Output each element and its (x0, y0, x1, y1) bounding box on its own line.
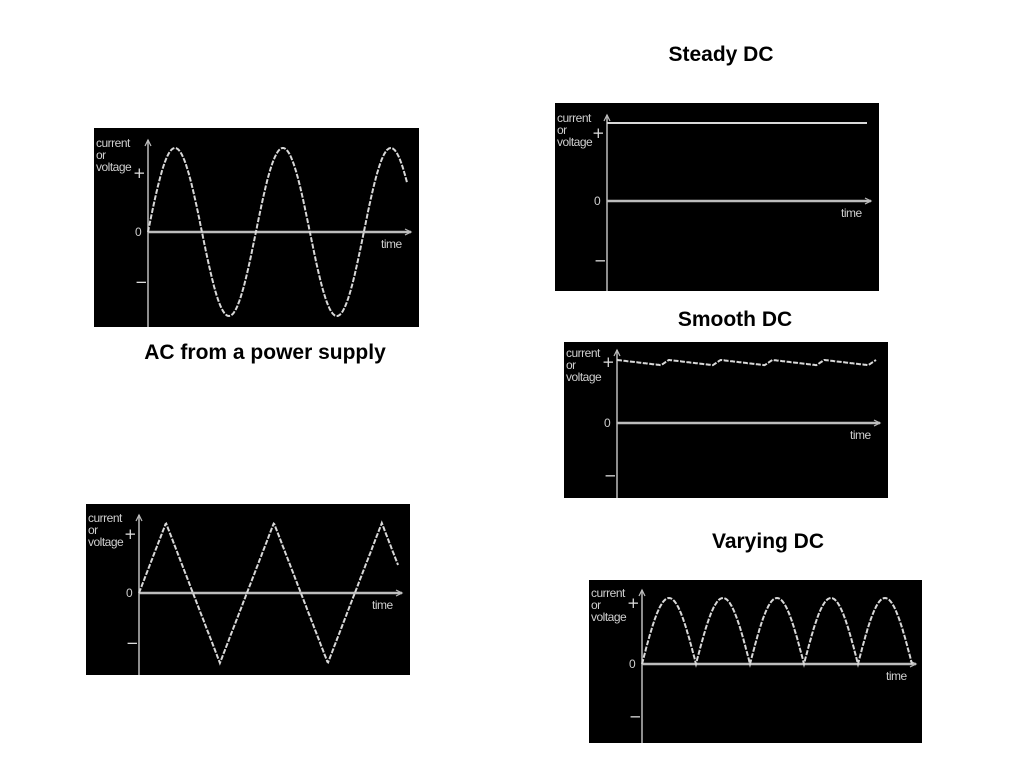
y-axis-arrow (144, 138, 152, 147)
zero-label: 0 (135, 225, 142, 239)
plus-label: + (124, 525, 137, 543)
zero-label: 0 (594, 194, 601, 208)
y-axis-label-line-1: current (96, 136, 131, 150)
y-axis-label-line-2: or (557, 123, 567, 137)
zero-label: 0 (629, 657, 636, 671)
x-axis-arrow (395, 589, 404, 597)
caption-ac: AC from a power supply (144, 341, 386, 364)
y-axis-label-line-2: or (566, 358, 576, 372)
zero-label: 0 (126, 586, 133, 600)
y-axis-label-line-2: or (591, 598, 601, 612)
minus-label: − (126, 634, 139, 652)
time-label: time (381, 237, 402, 251)
caption-smooth-dc: Smooth DC (677, 308, 793, 331)
y-axis-label-line-3: voltage (557, 135, 593, 149)
minus-label: − (629, 708, 642, 726)
x-axis-arrow (864, 197, 873, 205)
plus-label: + (133, 164, 146, 182)
time-label: time (850, 428, 871, 442)
y-axis-label-line-1: current (566, 346, 601, 360)
y-axis-arrow (613, 348, 621, 357)
plus-label: + (592, 124, 605, 142)
y-axis-arrow (135, 513, 143, 522)
time-label: time (372, 598, 393, 612)
waveform-rectified (641, 596, 913, 668)
y-axis-label-line-2: or (88, 523, 98, 537)
x-axis-arrow (404, 228, 413, 236)
y-axis-arrow (638, 588, 646, 597)
y-axis-label-line-2: or (96, 148, 106, 162)
time-label: time (841, 206, 862, 220)
minus-label: − (604, 467, 617, 485)
caption-varying-dc: Varying DC (711, 530, 825, 553)
waveform-smooth (617, 359, 877, 367)
time-label: time (886, 669, 907, 683)
plus-label: + (602, 353, 615, 371)
x-axis-arrow (873, 419, 882, 427)
y-axis-label-line-1: current (557, 111, 592, 125)
minus-label: − (135, 273, 148, 291)
y-axis-label-line-3: voltage (88, 535, 124, 549)
waveform-sine (147, 146, 408, 318)
y-axis-label-line-3: voltage (96, 160, 132, 174)
y-axis-label-line-3: voltage (566, 370, 602, 384)
caption-steady-dc: Steady DC (668, 43, 774, 66)
zero-label: 0 (604, 416, 611, 430)
waveform-triangle (138, 520, 399, 666)
y-axis-label-line-1: current (591, 586, 626, 600)
plus-label: + (627, 594, 640, 612)
y-axis-arrow (603, 113, 611, 122)
y-axis-label-line-1: current (88, 511, 123, 525)
minus-label: − (594, 251, 607, 269)
y-axis-label-line-3: voltage (591, 610, 627, 624)
